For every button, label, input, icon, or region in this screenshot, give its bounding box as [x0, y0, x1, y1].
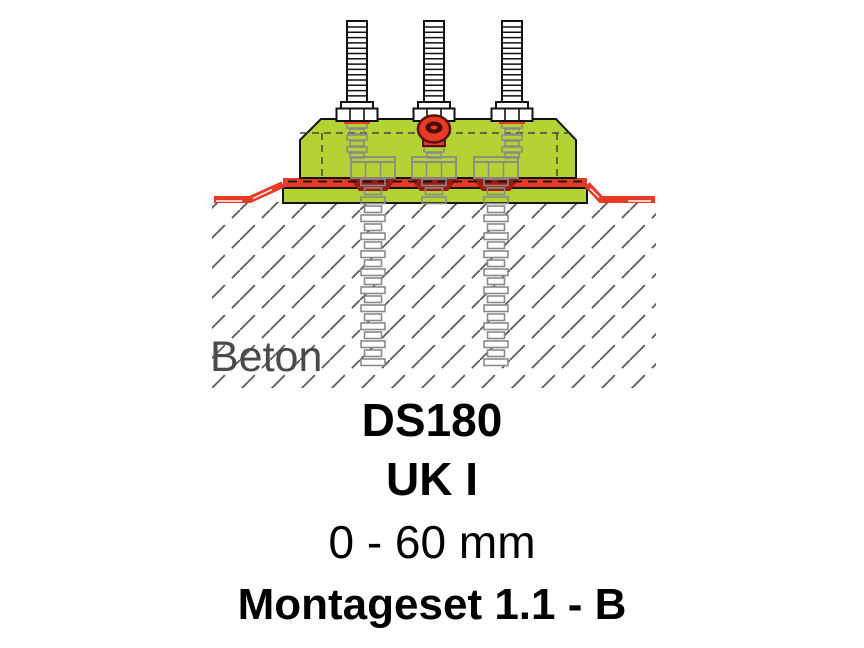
threaded-rod — [423, 20, 445, 105]
hidden-nut — [473, 161, 519, 179]
caption-adjustment-range: 0 - 60 mm — [328, 516, 536, 568]
hidden-nut — [350, 161, 396, 179]
caption-set-name: Montageset 1.1 - B — [237, 580, 627, 629]
material-label: Beton — [210, 333, 322, 381]
concrete-section — [212, 202, 656, 388]
hidden-nut — [411, 161, 457, 179]
threaded-rod — [346, 20, 368, 105]
caption-model: DS180 — [361, 394, 503, 446]
hex-nut — [490, 107, 534, 122]
flashing-right — [584, 182, 655, 203]
flashing-left — [214, 181, 285, 203]
hex-nut — [335, 107, 379, 122]
threaded-rod — [501, 20, 523, 105]
caption-variant: UK I — [386, 453, 478, 505]
